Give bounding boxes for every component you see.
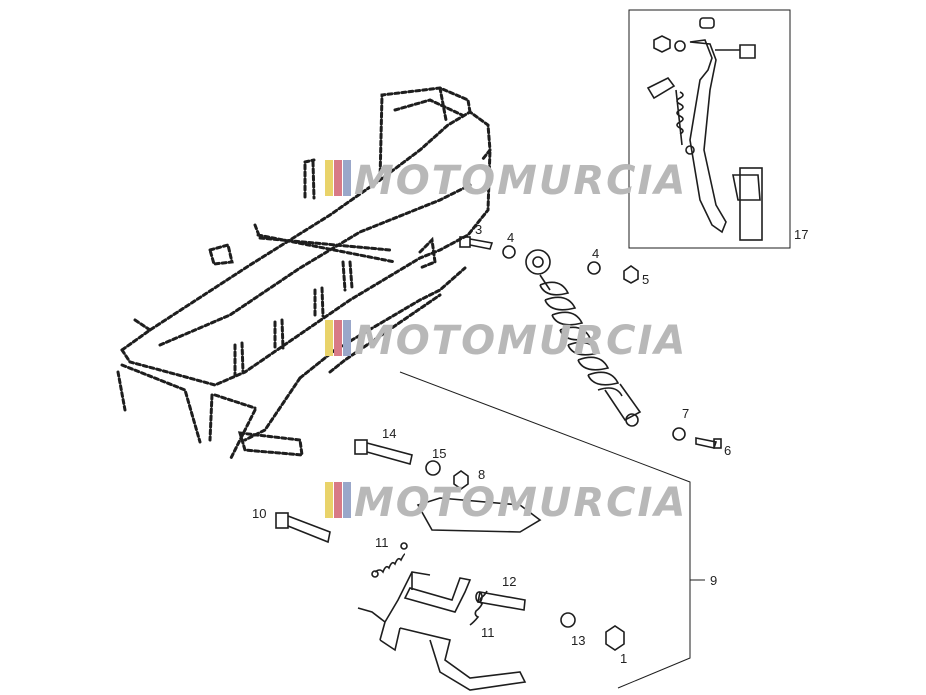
svg-text:MOTOMURCIA: MOTOMURCIA — [354, 480, 687, 526]
leader-lines — [399, 371, 705, 689]
label-part-9: 9 — [710, 573, 717, 588]
label-part-10: 10 — [252, 506, 266, 521]
washer-7 — [672, 427, 686, 441]
nut-5 — [623, 265, 639, 284]
frame-outline — [116, 86, 492, 462]
svg-text:MOTOMURCIA: MOTOMURCIA — [354, 318, 687, 364]
label-part-3: 3 — [475, 222, 482, 237]
label-part-12: 12 — [502, 574, 516, 589]
label-part-15: 15 — [432, 446, 446, 461]
part-labels: 3 4 4 5 7 6 14 15 8 10 11 11 12 13 1 9 1… — [252, 222, 808, 666]
label-part-11: 11 — [375, 535, 389, 550]
label-part-11: 11 — [481, 625, 495, 640]
pin-12 — [475, 591, 526, 611]
washer-15 — [425, 460, 441, 476]
nut-1 — [605, 625, 625, 651]
bolt-6 — [695, 437, 722, 449]
center-stand — [357, 571, 527, 691]
bolt-14 — [354, 439, 413, 465]
stand-bracket — [416, 497, 542, 533]
bolt-3 — [459, 236, 494, 250]
label-part-4: 4 — [592, 246, 599, 261]
label-part-6: 6 — [724, 443, 731, 458]
washer-4-right — [587, 261, 601, 275]
bolt-10 — [275, 512, 331, 544]
label-part-1: 1 — [620, 651, 627, 666]
nut-8 — [453, 470, 469, 490]
spring-11-upper — [371, 542, 408, 578]
label-part-7: 7 — [682, 406, 689, 421]
label-part-17: 17 — [794, 227, 808, 242]
inset-box — [628, 9, 791, 249]
watermark-bottom: MOTOMURCIA — [325, 480, 687, 526]
label-part-13: 13 — [571, 633, 585, 648]
svg-text:MOTOMURCIA: MOTOMURCIA — [354, 158, 687, 204]
label-part-4: 4 — [507, 230, 514, 245]
washer-4-left — [502, 245, 516, 259]
watermark-middle: MOTOMURCIA — [325, 318, 687, 364]
side-stand-parts — [646, 17, 763, 241]
shock-absorber — [525, 249, 642, 427]
label-part-8: 8 — [478, 467, 485, 482]
label-part-5: 5 — [642, 272, 649, 287]
washer-13 — [560, 612, 576, 628]
label-part-14: 14 — [382, 426, 396, 441]
watermark-top: MOTOMURCIA — [325, 158, 687, 204]
